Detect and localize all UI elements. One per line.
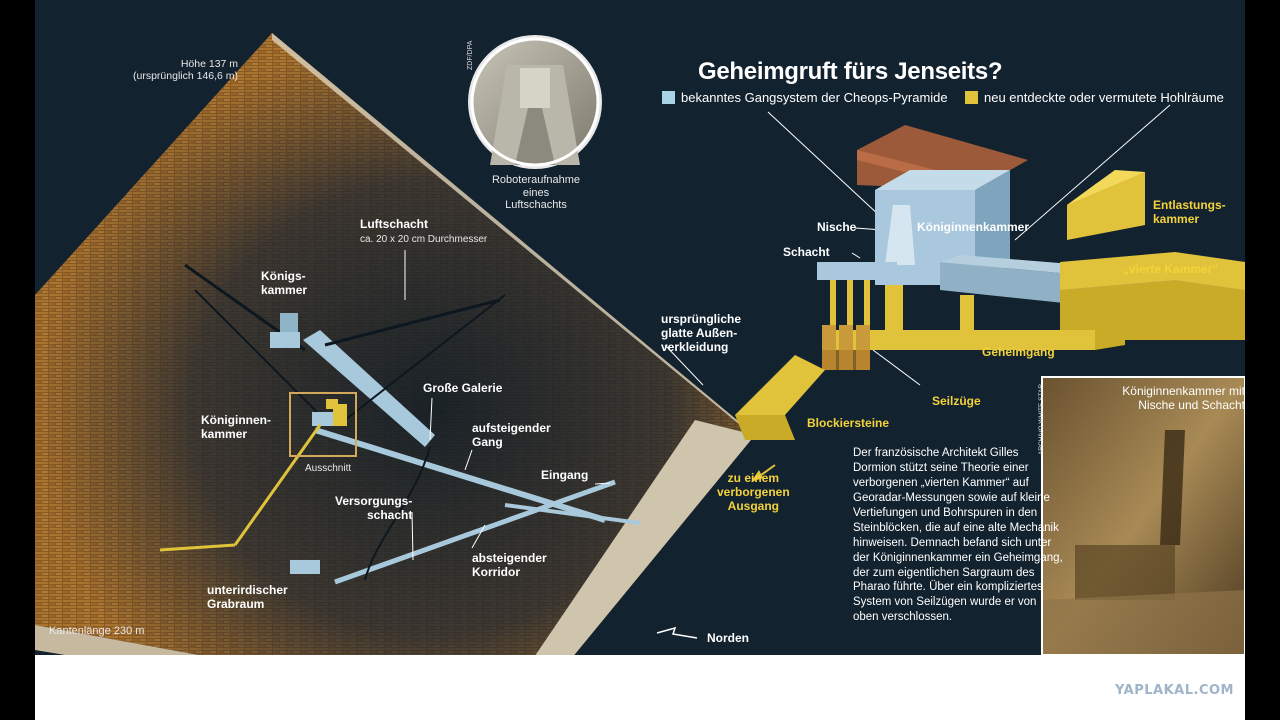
leader-lines <box>404 104 1171 561</box>
robot-photo <box>468 35 602 169</box>
seilzuege-label: Seilzüge <box>932 394 981 408</box>
photo-bottom-credit: ARCHIVO WHITE STAR <box>1038 383 1045 455</box>
schacht-label: Schacht <box>783 245 830 259</box>
detail-koeniginnenkammer-label: Königinnenkammer <box>917 220 1030 234</box>
koeniginnenkammer-label: Königinnen- kammer <box>201 413 271 441</box>
absteigender-korridor-label: absteigender Korridor <box>472 551 547 579</box>
legend-known: bekanntes Gangsystem der Cheops-Pyramide <box>662 90 948 105</box>
grabraum-label: unterirdischer Grabraum <box>207 583 288 611</box>
legend-new-label: neu entdeckte oder vermutete Hohlräume <box>984 90 1224 105</box>
luftschacht-size-label: ca. 20 x 20 cm Durchmesser <box>360 234 488 245</box>
watermark: YAPLAKAL.COM <box>1115 683 1234 698</box>
chamber-detail <box>735 125 1245 482</box>
chamber-photo <box>1041 376 1245 655</box>
vierte-kammer-label: „vierte Kammer“ <box>1123 262 1219 276</box>
height-label: Höhe 137 m (ursprünglich 146,6 m) <box>133 58 239 83</box>
versorgungsschacht-label: Versorgungs- schacht <box>335 494 413 522</box>
legend-new-swatch <box>965 91 978 104</box>
aussenverkleidung-label: ursprüngliche glatte Außen- verkleidung <box>661 312 742 354</box>
photo-top-caption: Roboteraufnahme eines Luftschachts <box>491 174 581 212</box>
infographic-art <box>35 33 1245 655</box>
legend-known-label: bekanntes Gangsystem der Cheops-Pyramide <box>681 90 948 105</box>
legend-new: neu entdeckte oder vermutete Hohlräume <box>965 90 1224 105</box>
ausgang-label: zu einem verborgenen Ausgang <box>717 471 790 513</box>
hidden-passages <box>159 399 347 552</box>
grosse-galerie-label: Große Galerie <box>423 381 503 395</box>
page-title: Geheimgruft fürs Jenseits? <box>698 58 1003 85</box>
ausschnitt-frame <box>289 392 357 457</box>
bottom-strip <box>35 655 1245 720</box>
legend-known-swatch <box>662 91 675 104</box>
north-arrow <box>656 626 698 639</box>
geheimgang-label: Geheimgang <box>982 345 1055 359</box>
photo-bottom-caption: Königinnenkammer mit Nische und Schacht <box>1122 384 1245 412</box>
body-text: Der französische Architekt Gilles Dormio… <box>853 447 1063 624</box>
base-length-label: Kantenlänge 230 m <box>49 625 145 637</box>
entlastungskammer-label: Entlastungs- kammer <box>1153 198 1226 226</box>
koenigskammer-label: Königs- kammer <box>261 269 308 297</box>
photo-top-credit: ZDF/DPA <box>467 40 474 70</box>
blockiersteine-label: Blockiersteine <box>807 416 890 430</box>
ausschnitt-label: Ausschnitt <box>305 463 352 474</box>
nische-label: Nische <box>817 220 857 234</box>
passage-system <box>184 263 641 585</box>
eingang-label: Eingang <box>541 468 589 482</box>
pyramid <box>35 33 755 655</box>
luftschacht-label: Luftschacht <box>360 217 429 231</box>
infographic-panel: Geheimgruft fürs Jenseits? bekanntes Gan… <box>35 0 1245 655</box>
north-label: Norden <box>707 631 749 645</box>
aufsteigender-gang-label: aufsteigender Gang <box>472 421 551 449</box>
